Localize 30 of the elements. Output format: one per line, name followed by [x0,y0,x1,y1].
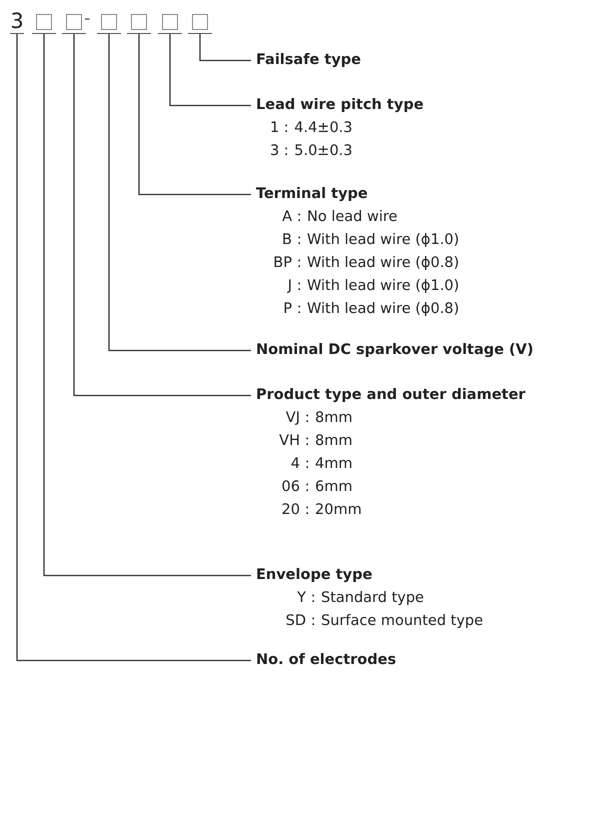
leader-line [138,34,251,196]
leader-line [108,34,251,352]
field-heading: No. of electrodes [256,651,396,670]
leader-line [43,34,251,576]
code-option: 1：4.4±0.3 [256,117,424,140]
leader-line [73,34,251,396]
code-option: VH：8mm [256,430,526,453]
field-heading: Terminal type [256,185,369,204]
field-heading: Envelope type [256,566,374,585]
code-option: 3：5.0±0.3 [256,140,424,163]
code-option: B：With lead wire (ϕ1.0) [256,229,460,252]
code-option: J：With lead wire (ϕ1.0) [256,275,460,298]
code-option: Y：Standard type [256,587,484,610]
code-option: 4：4mm [256,453,526,476]
code-option: BP：With lead wire (ϕ0.8) [256,252,460,275]
code-option: A：No lead wire [256,206,460,229]
code-option: VJ：8mm [256,407,526,430]
separator-dash: - [84,8,90,29]
code-option: P：With lead wire (ϕ0.8) [256,298,460,321]
leader-line [169,34,251,106]
code-digit: 3 [10,10,24,34]
code-option: SD：Surface mounted type [256,610,484,633]
field-heading: Nominal DC sparkover voltage (V) [256,341,534,360]
field-heading: Failsafe type [256,51,361,70]
code-option: 06：6mm [256,476,526,499]
leader-line [16,34,251,662]
field-heading: Lead wire pitch type [256,96,424,115]
leader-line [199,34,251,62]
code-option: 20：20mm [256,499,526,522]
field-heading: Product type and outer diameter [256,386,526,405]
